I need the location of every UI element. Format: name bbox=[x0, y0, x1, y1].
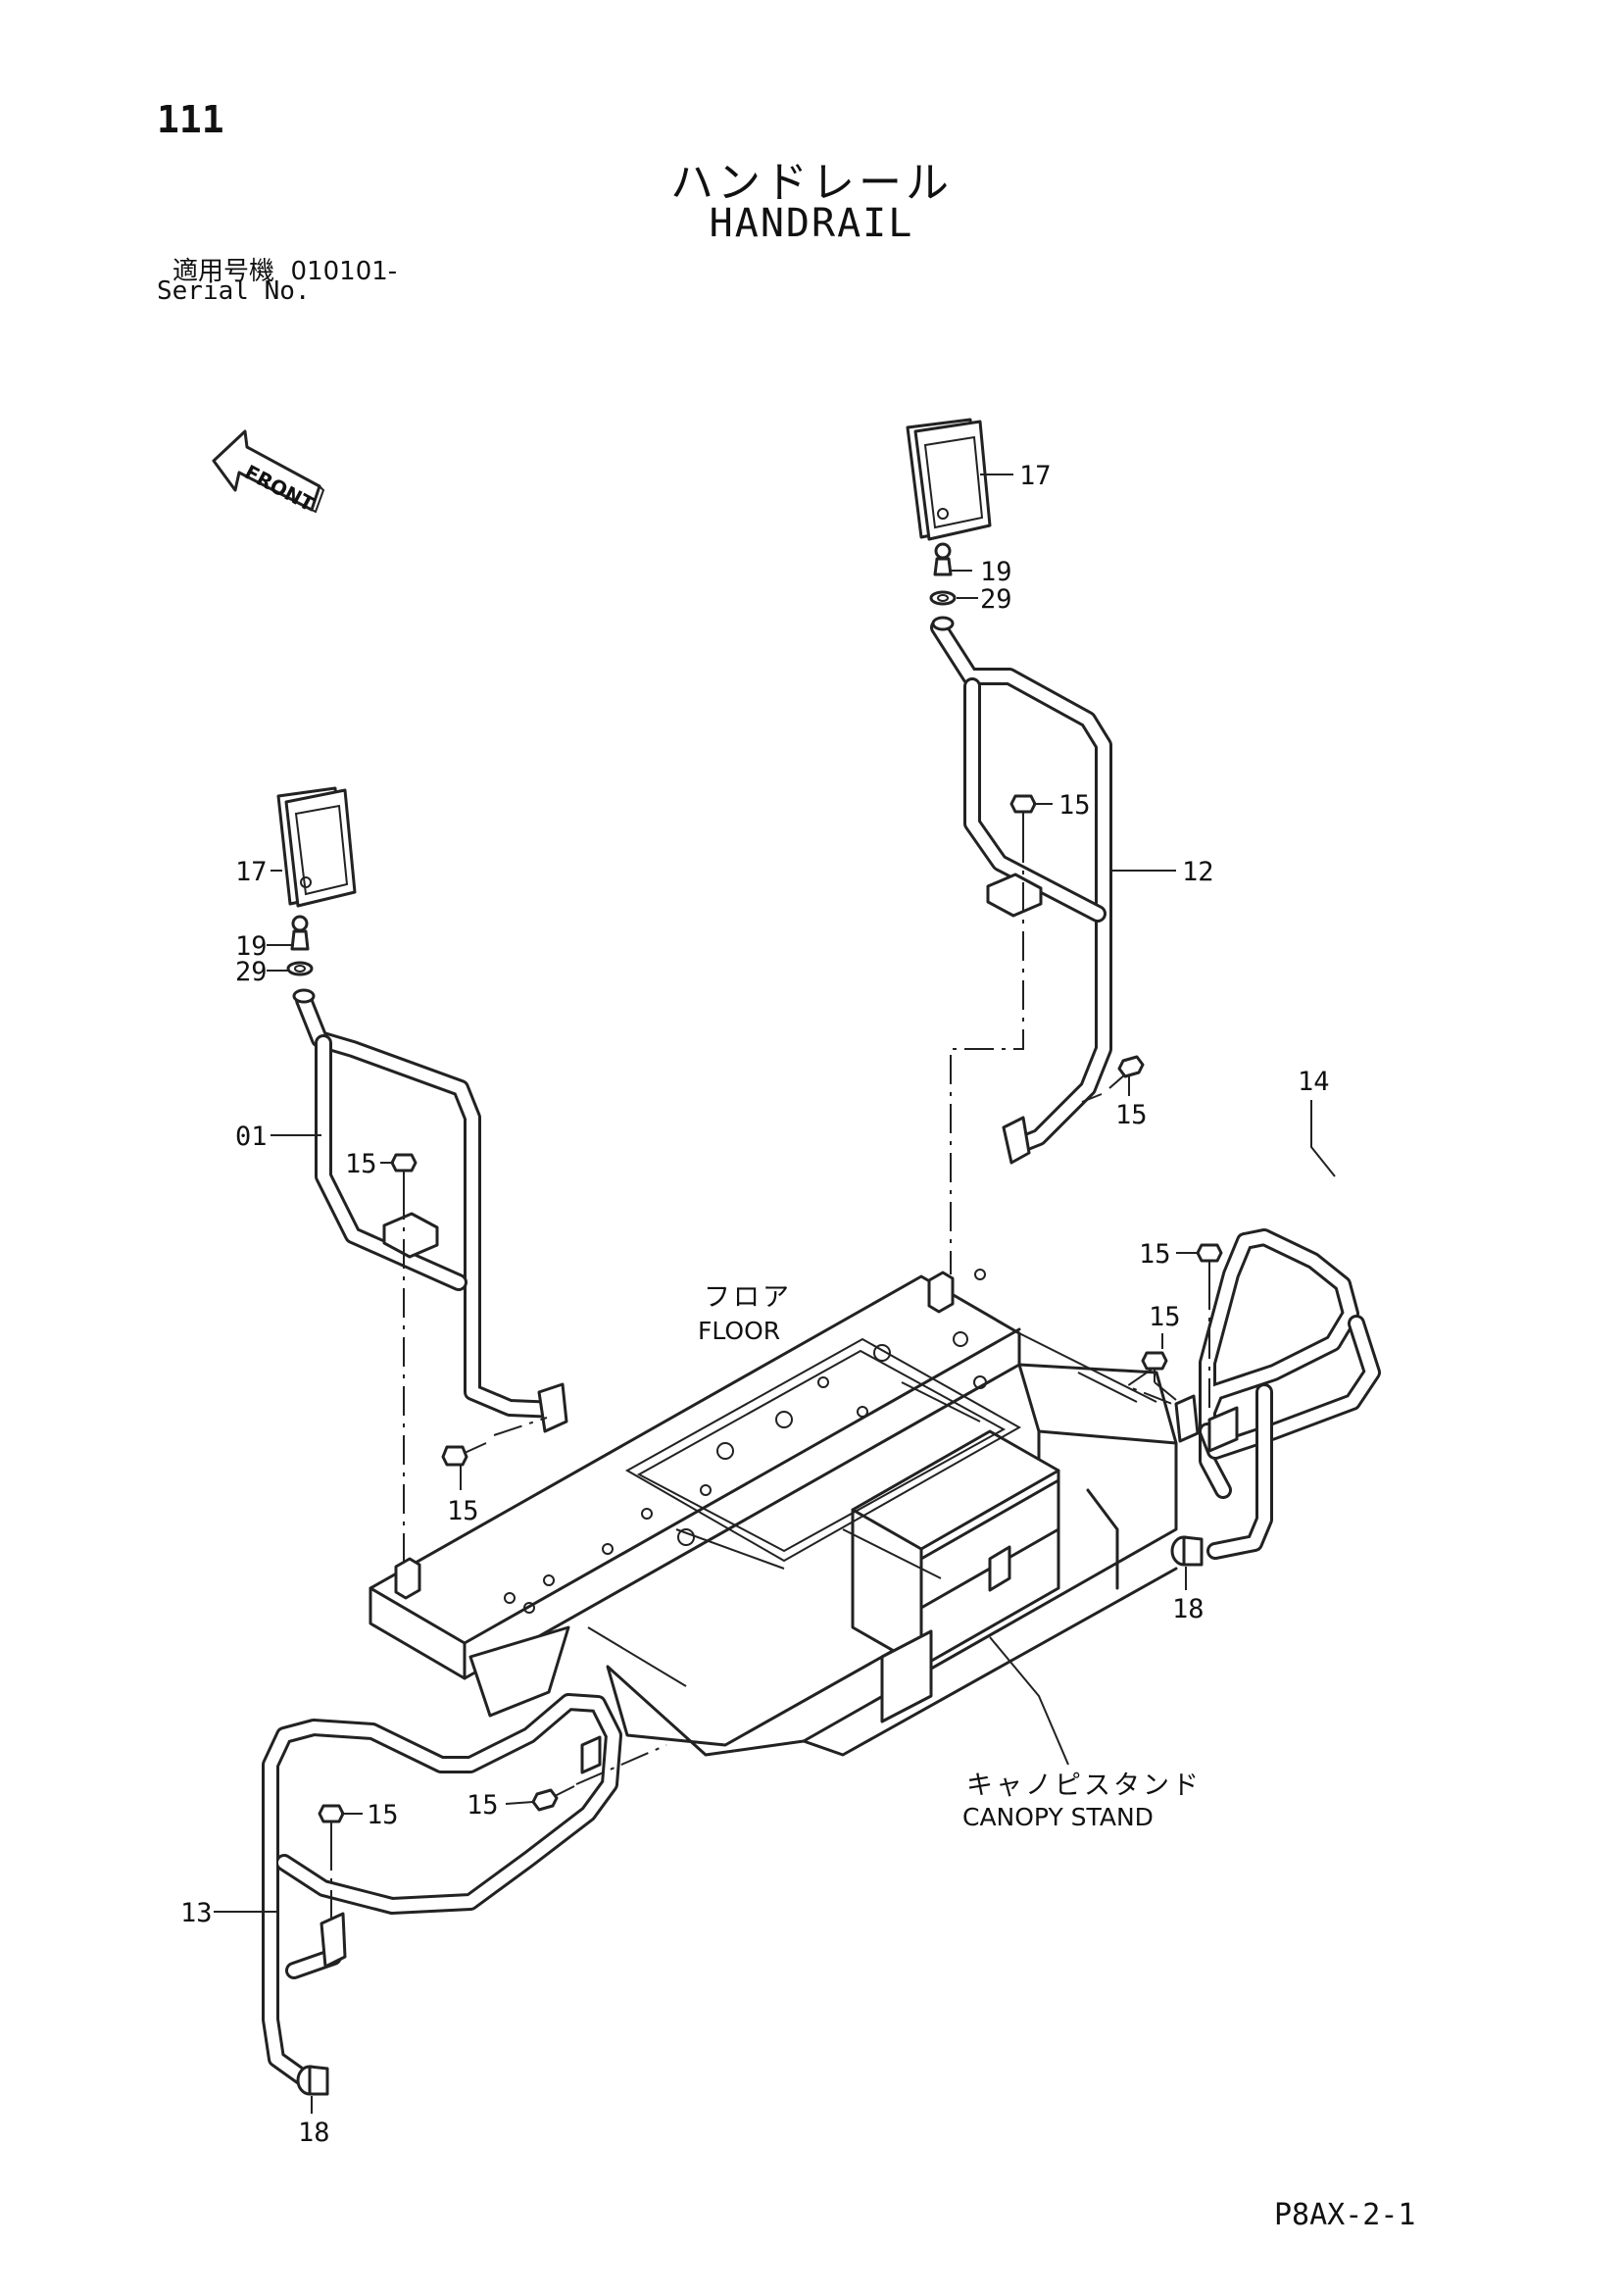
bolt-15-rail01-top bbox=[390, 1153, 418, 1190]
front-direction-arrow: FRONT bbox=[212, 429, 325, 516]
canopy-stand-label-japanese: キャノピスタンド bbox=[966, 1771, 1202, 1801]
bolt-15-rail13-side bbox=[531, 1785, 575, 1812]
bolt-15-rail14-b bbox=[1141, 1351, 1168, 1382]
cap-18-left bbox=[296, 2065, 329, 2096]
floor-frame-drawing bbox=[369, 1269, 1178, 1757]
mirror-left bbox=[276, 786, 357, 908]
canopy-stand-label: CANOPY STAND bbox=[962, 1803, 1154, 1831]
drawing-code: P8AX-2-1 bbox=[1274, 2198, 1416, 2232]
cap-18-right bbox=[1170, 1535, 1204, 1567]
bolt-15-rail01-bottom bbox=[441, 1442, 487, 1467]
callout-14-handrail: 14 bbox=[1298, 1067, 1330, 1097]
installation-center-lines bbox=[330, 833, 1210, 1922]
callout-15-rail14-b: 15 bbox=[1149, 1302, 1181, 1332]
page-title: HANDRAIL bbox=[709, 201, 914, 246]
callout-15-rail12-top: 15 bbox=[1058, 790, 1091, 821]
bolt-15-rail12-top bbox=[1009, 794, 1037, 833]
callout-leaders bbox=[214, 474, 1336, 2114]
washer-29-left bbox=[286, 961, 316, 1004]
serial-label-japanese: 適用号機 bbox=[172, 257, 275, 286]
stud-19-right bbox=[933, 542, 953, 576]
callout-18-cap-right: 18 bbox=[1172, 1594, 1205, 1624]
washer-29-right bbox=[929, 590, 957, 631]
callout-15-rail13-top: 15 bbox=[367, 1800, 399, 1830]
serial-range: 適用号機 010101- bbox=[172, 251, 397, 287]
page-number: 111 bbox=[157, 98, 224, 141]
callout-15-rail12-bottom: 15 bbox=[1115, 1100, 1148, 1130]
callout-15-rail14-a: 15 bbox=[1139, 1239, 1171, 1270]
callout-01-handrail: 01 bbox=[235, 1122, 268, 1152]
callout-29-washer-left: 29 bbox=[235, 957, 268, 987]
callout-19-stud-left: 19 bbox=[235, 931, 268, 962]
bolt-15-rail14-a bbox=[1196, 1243, 1223, 1280]
floor-label: FLOOR bbox=[698, 1317, 780, 1345]
callout-17-mirror-right: 17 bbox=[1019, 461, 1052, 491]
floor-label-japanese: フロア bbox=[704, 1282, 792, 1313]
serial-label: Serial No. bbox=[157, 276, 311, 306]
callout-12-handrail: 12 bbox=[1182, 857, 1214, 887]
callout-19-stud-right: 19 bbox=[980, 557, 1012, 587]
callout-15-rail13-side: 15 bbox=[467, 1790, 499, 1821]
handrail-12 bbox=[930, 619, 1112, 1165]
callout-15-rail01-bottom: 15 bbox=[447, 1496, 479, 1526]
mirror-right bbox=[906, 418, 992, 541]
page-title-japanese: ハンドレール bbox=[670, 158, 953, 208]
bolt-15-rail12-bottom bbox=[1108, 1055, 1145, 1089]
callout-18-cap-left: 18 bbox=[298, 2118, 330, 2148]
handrail-01 bbox=[295, 991, 568, 1433]
callout-15-rail01-top: 15 bbox=[345, 1149, 377, 1179]
stud-19-left bbox=[290, 915, 310, 951]
handrail-14 bbox=[1174, 1228, 1381, 1560]
bolt-15-rail13-top bbox=[318, 1804, 345, 1841]
serial-value: 010101- bbox=[290, 257, 398, 286]
callout-13-handrail: 13 bbox=[180, 1898, 213, 1928]
callout-29-washer-right: 29 bbox=[980, 584, 1012, 615]
callout-17-mirror-left: 17 bbox=[235, 857, 268, 887]
handrail-13 bbox=[262, 1693, 622, 2087]
